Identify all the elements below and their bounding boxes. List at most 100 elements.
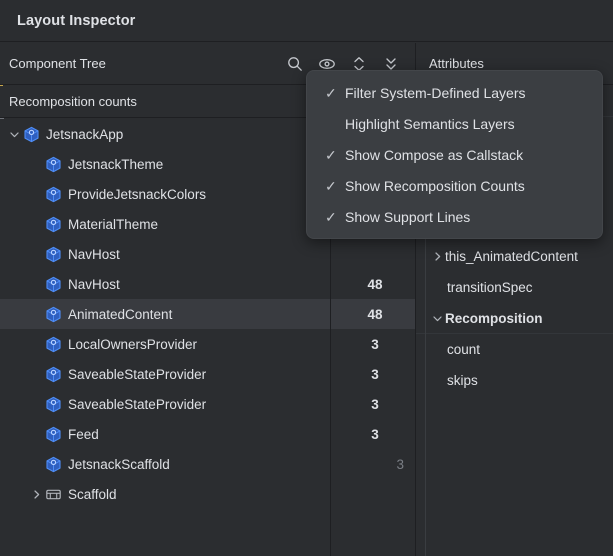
attribute-row[interactable]: this_AnimatedContent [416, 241, 613, 272]
compose-node-icon [44, 395, 62, 413]
compose-node-icon [44, 305, 62, 323]
tree-row[interactable]: JetsnackTheme [0, 149, 415, 179]
recomposition-count-value: 48 [367, 276, 383, 292]
component-tree-toolbar: Component Tree [0, 43, 415, 85]
collapse-all-icon[interactable] [381, 54, 401, 74]
checkmark-icon: ✓ [325, 84, 337, 101]
twisty-spacer [28, 449, 44, 479]
compose-node-icon [44, 335, 62, 353]
chevron-right-icon[interactable] [28, 479, 44, 509]
tree-row[interactable]: SaveableStateProvider 3 [0, 389, 415, 419]
tree-row-label: Scaffold [68, 486, 117, 502]
twisty-spacer [28, 389, 44, 419]
chevron-right-icon[interactable] [429, 241, 445, 272]
recomposition-count-value: 3 [371, 396, 379, 412]
recomposition-count-value: 48 [367, 306, 383, 322]
tree-row-label: JetsnackScaffold [68, 456, 170, 472]
attribute-row[interactable]: transitionSpec [416, 272, 613, 303]
tree-row-label: SaveableStateProvider [68, 396, 207, 412]
checkmark-icon: ✓ [325, 208, 337, 225]
compose-node-icon [44, 215, 62, 233]
menu-item[interactable]: ✓ Show Recomposition Counts [307, 170, 602, 201]
attribute-label: this_AnimatedContent [445, 249, 578, 264]
tree-row-label: JetsnackApp [46, 126, 124, 142]
tree-row-label: MaterialTheme [68, 216, 159, 232]
tree-row-label: JetsnackTheme [68, 156, 164, 172]
tree-row[interactable]: NavHost [0, 239, 415, 269]
twisty-spacer [28, 329, 44, 359]
chevron-down-icon[interactable] [429, 303, 445, 334]
checkmark-icon: ✓ [325, 146, 337, 163]
search-icon[interactable] [285, 54, 305, 74]
tree-row[interactable]: SaveableStateProvider 3 [0, 359, 415, 389]
tree-row[interactable]: JetsnackApp [0, 119, 415, 149]
main-vertical-divider[interactable] [415, 43, 416, 556]
tree-row-label: SaveableStateProvider [68, 366, 207, 382]
compose-node-icon [44, 245, 62, 263]
menu-item-label: Filter System-Defined Layers [345, 84, 526, 101]
tree-row[interactable]: LocalOwnersProvider 3 [0, 329, 415, 359]
menu-item-label: Show Compose as Callstack [345, 146, 524, 163]
count-column-left-border [330, 119, 331, 556]
menu-item[interactable]: ✓ Filter System-Defined Layers [307, 77, 602, 108]
view-node-icon [44, 485, 62, 503]
tree-row[interactable]: ProvideJetsnackColors [0, 179, 415, 209]
compose-node-icon [44, 185, 62, 203]
attribute-label: Recomposition [445, 310, 543, 326]
window-titlebar: Layout Inspector [0, 0, 613, 42]
menu-item-label: Highlight Semantics Layers [345, 115, 515, 132]
twisty-spacer [28, 299, 44, 329]
recomposition-count-value: 3 [371, 336, 379, 352]
compose-node-icon [44, 425, 62, 443]
menu-item[interactable]: ✓ Show Support Lines [307, 201, 602, 232]
tree-row-label: Feed [68, 426, 99, 442]
twisty-spacer [28, 149, 44, 179]
tree-row-label: AnimatedContent [68, 306, 173, 322]
menu-item[interactable]: ✓ Show Compose as Callstack [307, 139, 602, 170]
compose-node-icon [44, 455, 62, 473]
tree-row[interactable]: Scaffold [0, 479, 415, 509]
page-title: Layout Inspector [17, 12, 136, 29]
twisty-spacer [28, 209, 44, 239]
component-tree-label: Component Tree [9, 56, 106, 71]
compose-node-icon [44, 275, 62, 293]
attribute-row[interactable]: skips [416, 365, 613, 396]
compose-node-icon [22, 125, 40, 143]
twisty-spacer [28, 359, 44, 389]
recomposition-counts-label: Recomposition counts [9, 94, 137, 109]
recomposition-count-value: 3 [371, 366, 379, 382]
attribute-label: count [447, 342, 481, 357]
tree-row-label: NavHost [68, 246, 120, 262]
tree-row[interactable]: Feed 3 [0, 419, 415, 449]
menu-item-label: Show Support Lines [345, 208, 471, 225]
tree-row[interactable]: NavHost 48 [0, 269, 415, 299]
compose-node-icon [44, 365, 62, 383]
expand-collapse-icon[interactable] [349, 54, 369, 74]
eye-icon[interactable] [317, 54, 337, 74]
toolbar-icon-group [285, 54, 415, 74]
twisty-spacer [28, 419, 44, 449]
attributes-indent-guide [425, 86, 426, 556]
attribute-label: transitionSpec [447, 280, 533, 295]
twisty-spacer [28, 179, 44, 209]
attribute-section-header[interactable]: Recomposition [416, 303, 613, 334]
tree-row-label: ProvideJetsnackColors [68, 186, 207, 202]
tree-row-label: LocalOwnersProvider [68, 336, 198, 352]
recomposition-count-value: 3 [396, 456, 404, 472]
tree-row[interactable]: JetsnackScaffold 3 [0, 449, 415, 479]
tree-row-label: NavHost [68, 276, 120, 292]
chevron-down-icon[interactable] [6, 119, 22, 149]
recomposition-count-value: 3 [371, 426, 379, 442]
tree-row[interactable]: MaterialTheme [0, 209, 415, 239]
tree-row[interactable]: AnimatedContent 48 [0, 299, 415, 329]
twisty-spacer [28, 269, 44, 299]
attribute-label: skips [447, 373, 478, 388]
checkmark-icon: ✓ [325, 177, 337, 194]
attribute-row[interactable]: count [416, 334, 613, 365]
attributes-title: Attributes [429, 56, 484, 71]
menu-item-label: Show Recomposition Counts [345, 177, 525, 194]
menu-item[interactable]: Highlight Semantics Layers [307, 108, 602, 139]
compose-node-icon [44, 155, 62, 173]
